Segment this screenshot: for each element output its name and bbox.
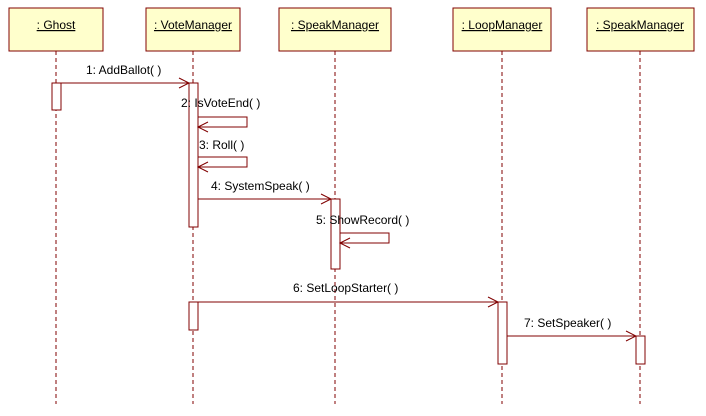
object-speak-manager-2-label: : SpeakManager (596, 18, 684, 32)
object-vote-manager: : VoteManager (145, 7, 241, 52)
activation-speak-manager-2 (635, 335, 646, 365)
message-set-speaker: 7: SetSpeaker( ) (507, 316, 638, 342)
activation-vote-manager-1 (188, 82, 199, 228)
object-speak-manager-2: : SpeakManager (586, 7, 695, 52)
message-roll: 3: Roll( ) (196, 138, 248, 173)
object-ghost-label: : Ghost (37, 18, 76, 32)
message-set-speaker-label: 7: SetSpeaker( ) (524, 316, 611, 330)
object-loop-manager-label: : LoopManager (462, 18, 543, 32)
object-vote-manager-label: : VoteManager (154, 18, 232, 32)
message-set-loop-starter: 6: SetLoopStarter( ) (198, 281, 500, 308)
message-show-record-label: 5: ShowRecord( ) (316, 213, 409, 227)
object-ghost: : Ghost (8, 7, 104, 52)
message-is-vote-end: 2: IsVoteEnd( ) (181, 96, 260, 133)
message-system-speak: 4: SystemSpeak( ) (198, 179, 333, 205)
activation-loop-manager (497, 301, 508, 365)
message-show-record: 5: ShowRecord( ) (316, 213, 409, 249)
message-add-ballot: 1: AddBallot( ) (61, 63, 191, 89)
message-roll-label: 3: Roll( ) (199, 138, 244, 152)
activation-ghost (51, 82, 62, 111)
activation-vote-manager-2 (188, 301, 199, 331)
message-is-vote-end-label: 2: IsVoteEnd( ) (181, 96, 260, 110)
object-speak-manager-1-label: : SpeakManager (291, 18, 379, 32)
message-set-loop-starter-label: 6: SetLoopStarter( ) (293, 281, 398, 295)
object-speak-manager-1: : SpeakManager (278, 7, 392, 52)
message-system-speak-label: 4: SystemSpeak( ) (211, 179, 310, 193)
object-loop-manager: : LoopManager (452, 7, 552, 52)
message-add-ballot-label: 1: AddBallot( ) (86, 63, 161, 77)
activation-speak-manager-1 (330, 198, 341, 270)
